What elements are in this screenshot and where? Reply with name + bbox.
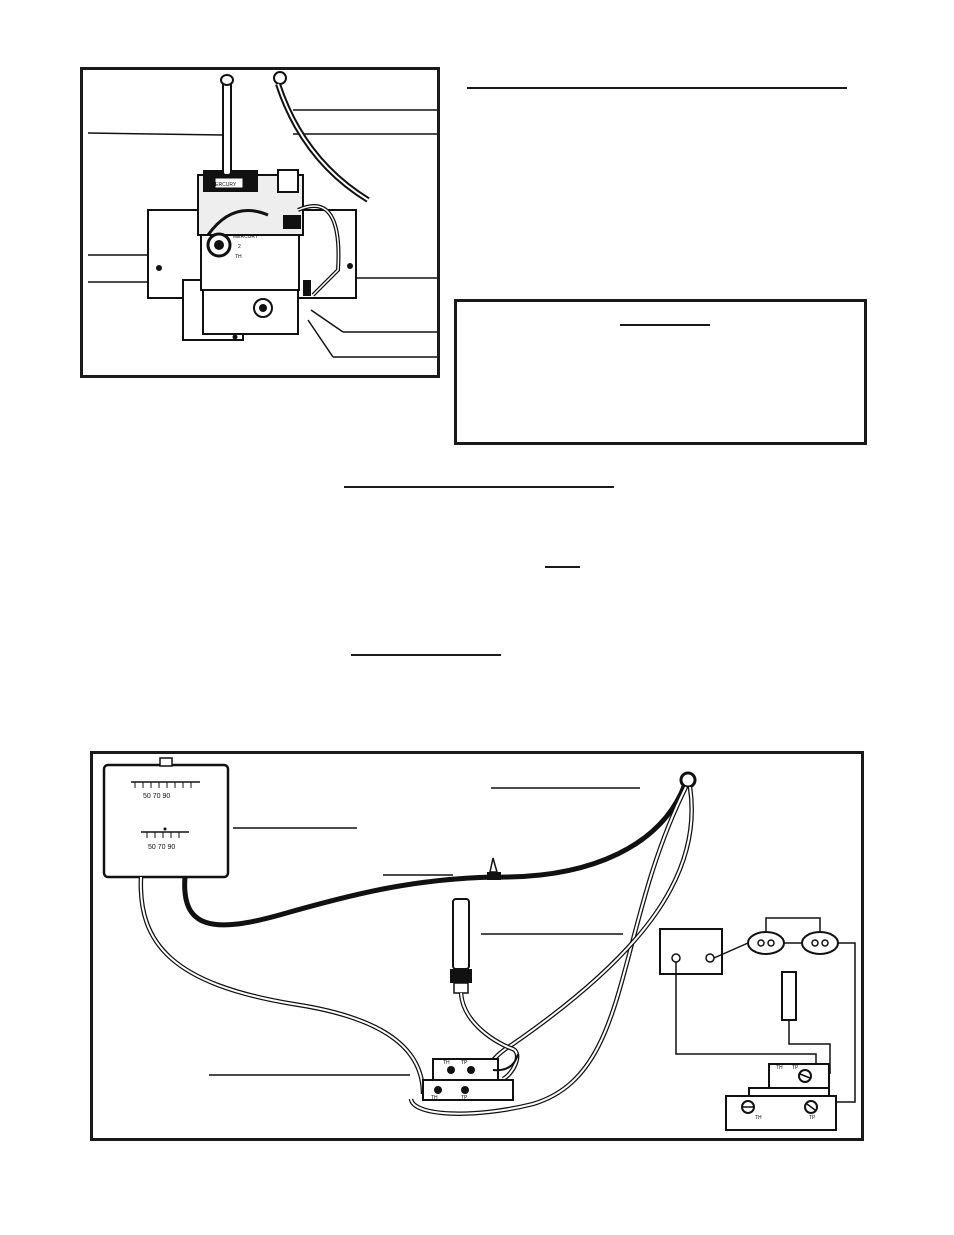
schematic-terminal-label-3: TH bbox=[755, 1115, 762, 1121]
notice-box-title-rule bbox=[620, 324, 710, 326]
valve-marking-2: MERCURY bbox=[233, 234, 259, 240]
valve-photo-frame: MERCURY MERCURY 2 TH bbox=[80, 67, 440, 378]
thermostat-bottom-scale: 50 70 90 bbox=[148, 844, 175, 851]
wiring-diagram: 50 70 90 50 70 90 bbox=[102, 757, 856, 1131]
section-heading-rule-2 bbox=[344, 486, 614, 488]
schematic-terminal-label-4: TP bbox=[809, 1115, 816, 1121]
terminal-photo-label-1: TH bbox=[443, 1060, 450, 1066]
schematic-terminal-label-1: TH bbox=[776, 1065, 783, 1071]
valve-marking-3: 2 bbox=[238, 244, 241, 250]
valve-marking-4: TH bbox=[235, 254, 242, 260]
terminal-photo-label-3: TH bbox=[431, 1095, 438, 1101]
terminal-photo-label-4: TP bbox=[461, 1095, 468, 1101]
thermostat-top-scale: 50 70 90 bbox=[143, 793, 170, 800]
notice-box bbox=[454, 299, 867, 445]
schematic-terminal-label-2: TP bbox=[792, 1065, 799, 1071]
section-heading-rule-3 bbox=[351, 654, 501, 656]
gas-valve-illustration: MERCURY MERCURY 2 TH bbox=[87, 71, 437, 358]
section-heading-rule-1 bbox=[467, 87, 847, 89]
terminal-photo-label-2: TP bbox=[461, 1060, 468, 1066]
emphasis-underline bbox=[545, 566, 580, 568]
valve-marking-1: MERCURY bbox=[211, 182, 237, 188]
wiring-diagram-frame: 50 70 90 50 70 90 bbox=[90, 751, 864, 1141]
